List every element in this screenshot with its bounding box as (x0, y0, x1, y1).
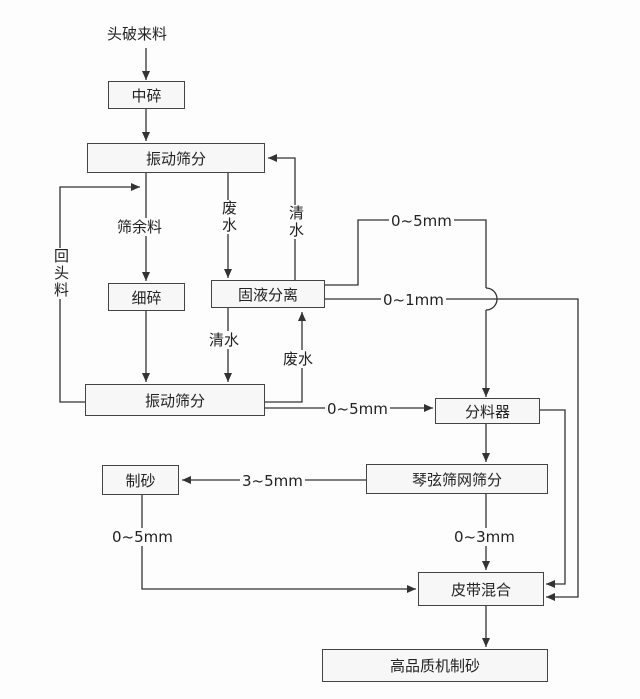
arrow-separation-0-5-to-distributor (325, 219, 486, 397)
size-0-5mm-mid-label: 0~5mm (325, 400, 390, 418)
vibrating-screen-1-box: 振动筛分 (87, 143, 265, 173)
sand-making-box: 制砂 (102, 465, 179, 495)
medium-crush-box: 中碎 (108, 81, 185, 109)
waste-water-label-2: 废水 (281, 350, 316, 368)
clean-water-label-2: 清水 (207, 331, 242, 349)
arrow-0-1-to-belt-mixing (325, 298, 579, 601)
harp-screen-box: 琴弦筛网筛分 (366, 464, 548, 494)
size-0-1mm-label: 0~1mm (381, 291, 446, 309)
size-0-5mm-top-label: 0~5mm (389, 212, 454, 230)
arrow-sand-0-5-to-belt-mixing (141, 495, 416, 593)
arrow-clean-water-to-screen-1 (268, 154, 296, 280)
arrow-distributor-to-belt-mixing (540, 409, 566, 588)
vibrating-screen-2-box: 振动筛分 (85, 384, 265, 416)
arrow-waste-water-to-separation-2 (265, 312, 306, 403)
size-0-3mm-label: 0~3mm (452, 528, 517, 546)
output-box: 高品质机制砂 (322, 649, 548, 682)
distributor-box: 分料器 (435, 398, 540, 424)
oversize-label: 筛余料 (115, 218, 165, 236)
waste-water-label-1: 废水 (218, 200, 240, 234)
solid-liquid-separation-box: 固液分离 (211, 280, 325, 308)
size-0-5mm-left-label: 0~5mm (110, 528, 175, 546)
clean-water-label-1: 清水 (285, 205, 307, 239)
belt-mixing-box: 皮带混合 (418, 572, 544, 606)
size-3-5mm-label: 3~5mm (240, 472, 305, 490)
feed-label: 头破来料 (107, 25, 168, 43)
return-material-label: 回头料 (50, 248, 72, 299)
fine-crush-box: 细碎 (108, 283, 185, 311)
